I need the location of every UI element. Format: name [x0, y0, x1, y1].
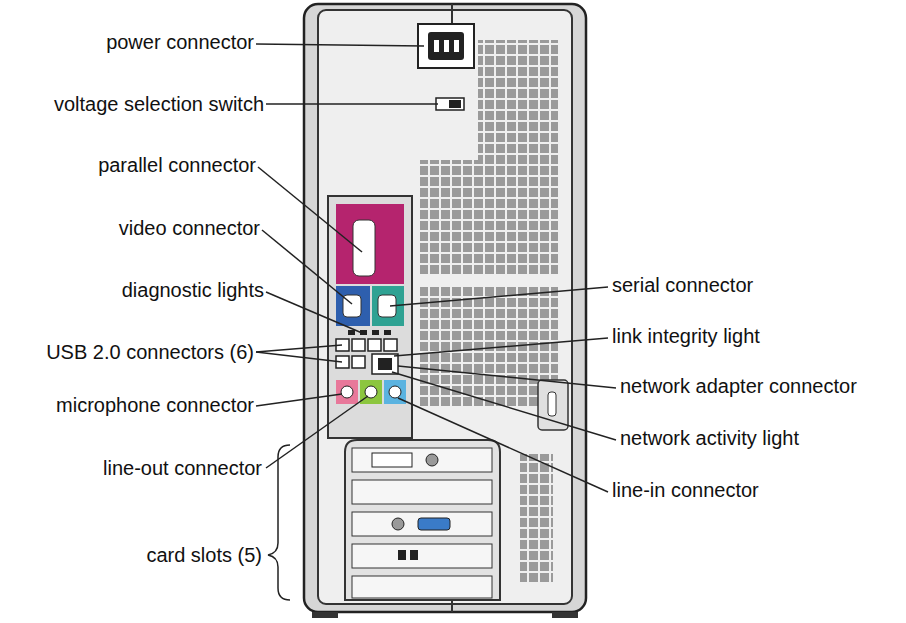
vent-grid	[520, 454, 553, 582]
card-port	[410, 550, 418, 560]
leader-line	[394, 338, 608, 356]
jack-hole	[389, 386, 401, 398]
card-screw	[426, 454, 438, 466]
callout-label: power connector	[106, 30, 254, 54]
callout-label: line-out connector	[103, 456, 262, 480]
leader-line	[256, 394, 342, 406]
card-port	[398, 550, 406, 560]
bracket	[268, 445, 290, 600]
parallel-port	[336, 204, 404, 284]
power-pin	[434, 40, 439, 52]
callout-label: USB 2.0 connectors (6)	[46, 340, 254, 364]
callout-label: network activity light	[620, 426, 799, 450]
usb-port	[384, 339, 397, 351]
callout-label: line-in connector	[612, 478, 759, 502]
leader-line	[390, 287, 608, 306]
usb-port	[352, 356, 365, 368]
case-foot	[312, 612, 338, 618]
callout-label: link integrity light	[612, 324, 760, 348]
leader-line	[266, 103, 438, 105]
leader-line	[266, 396, 368, 468]
usb-port	[352, 339, 365, 351]
callout-label: voltage selection switch	[54, 92, 264, 116]
card-slot	[352, 480, 492, 504]
card-cage	[345, 440, 500, 600]
card-slot	[352, 544, 492, 568]
power-pin	[454, 40, 459, 52]
network-jack	[372, 354, 398, 374]
card-slot	[352, 512, 492, 536]
callout-label: diagnostic lights	[122, 278, 264, 302]
vent-grid	[478, 40, 558, 170]
serial-port	[372, 286, 404, 326]
video-port	[336, 286, 370, 326]
network-jack-inner	[378, 358, 392, 370]
padlock-ring	[548, 392, 556, 416]
callout-label: parallel connector	[98, 153, 256, 177]
diagnostic-light	[384, 330, 391, 335]
diagnostic-light	[372, 330, 379, 335]
vent-grid	[420, 160, 558, 276]
usb-port	[368, 339, 381, 351]
power-pin	[444, 40, 449, 52]
leader-line	[398, 366, 616, 388]
case-foot	[552, 612, 578, 618]
diagnostic-light	[348, 330, 355, 335]
callout-label: serial connector	[612, 273, 753, 297]
back-panel	[318, 10, 572, 604]
leader-line	[256, 352, 342, 362]
io-panel	[328, 196, 412, 438]
power-socket-inner	[428, 32, 464, 60]
card-slot	[352, 448, 492, 472]
card-screw	[392, 518, 404, 530]
leader-line	[392, 372, 616, 440]
power-socket	[418, 24, 474, 68]
card-serial-connector	[418, 518, 450, 530]
leader-line	[256, 345, 342, 352]
callout-label: video connector	[119, 216, 260, 240]
line-out-jack	[360, 380, 382, 404]
callout-label: network adapter connector	[620, 374, 857, 398]
callout-label: microphone connector	[56, 393, 254, 417]
leader-line	[262, 230, 352, 304]
leader-line	[266, 292, 362, 333]
leader-line	[256, 44, 424, 46]
dvi-connector	[372, 453, 412, 467]
jack-hole	[341, 386, 353, 398]
case-outline	[304, 4, 586, 612]
voltage-switch-lever	[449, 100, 461, 108]
voltage-switch	[436, 98, 464, 110]
leader-line	[398, 398, 608, 492]
card-slot	[352, 576, 492, 598]
padlock-tab	[538, 380, 568, 430]
microphone-jack	[336, 380, 358, 404]
callout-label: card slots (5)	[146, 543, 262, 567]
